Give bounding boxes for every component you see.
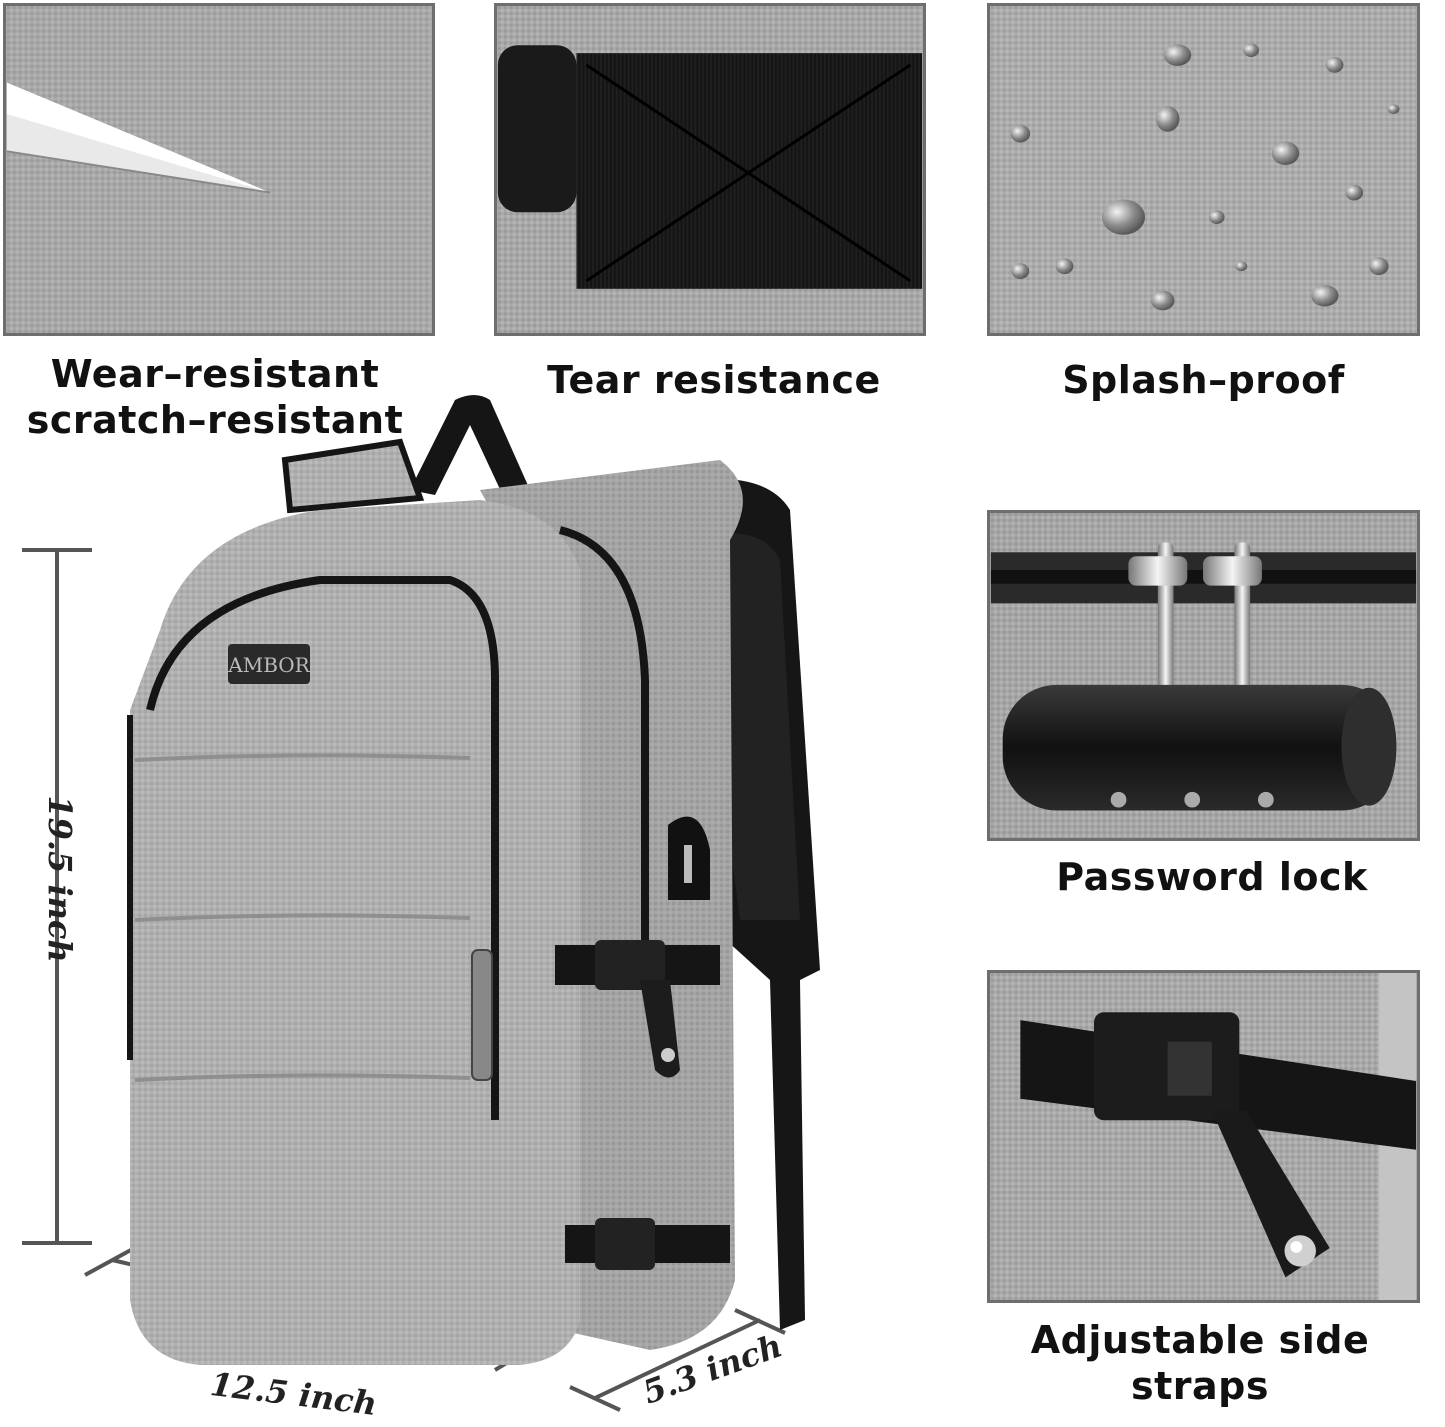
usb-port-icon	[668, 816, 710, 900]
password-lock-photo	[987, 510, 1420, 841]
brand-logo: AMBOR	[227, 653, 310, 677]
combination-lock-icon	[990, 513, 1417, 838]
height-dimension-line	[22, 548, 92, 1245]
splash-proof-caption: Splash–proof	[1062, 358, 1345, 402]
webbing-icon	[497, 6, 923, 333]
wear-resistant-line2: scratch–resistant	[26, 397, 404, 442]
splash-proof-photo	[987, 3, 1420, 336]
knife-icon	[6, 6, 432, 333]
wear-resistant-photo	[3, 3, 435, 336]
height-dimension-label: 19.5 inch	[41, 795, 79, 963]
tear-resistance-caption: Tear resistance	[547, 358, 881, 402]
water-drops-icon	[990, 6, 1417, 333]
tear-resistance-photo	[494, 3, 926, 336]
password-lock-caption: Password lock	[1056, 855, 1368, 899]
side-strap-photo	[987, 970, 1420, 1303]
adjustable-straps-caption: Adjustable side straps	[1030, 1318, 1370, 1408]
backpack-illustration: AMBOR	[22, 395, 820, 1412]
wear-resistant-line1: Wear–resistant	[50, 352, 380, 396]
wear-resistant-caption: Wear–resistant scratch–resistant	[10, 352, 420, 443]
buckle-icon	[990, 973, 1417, 1300]
depth-dimension-line	[569, 1308, 786, 1412]
